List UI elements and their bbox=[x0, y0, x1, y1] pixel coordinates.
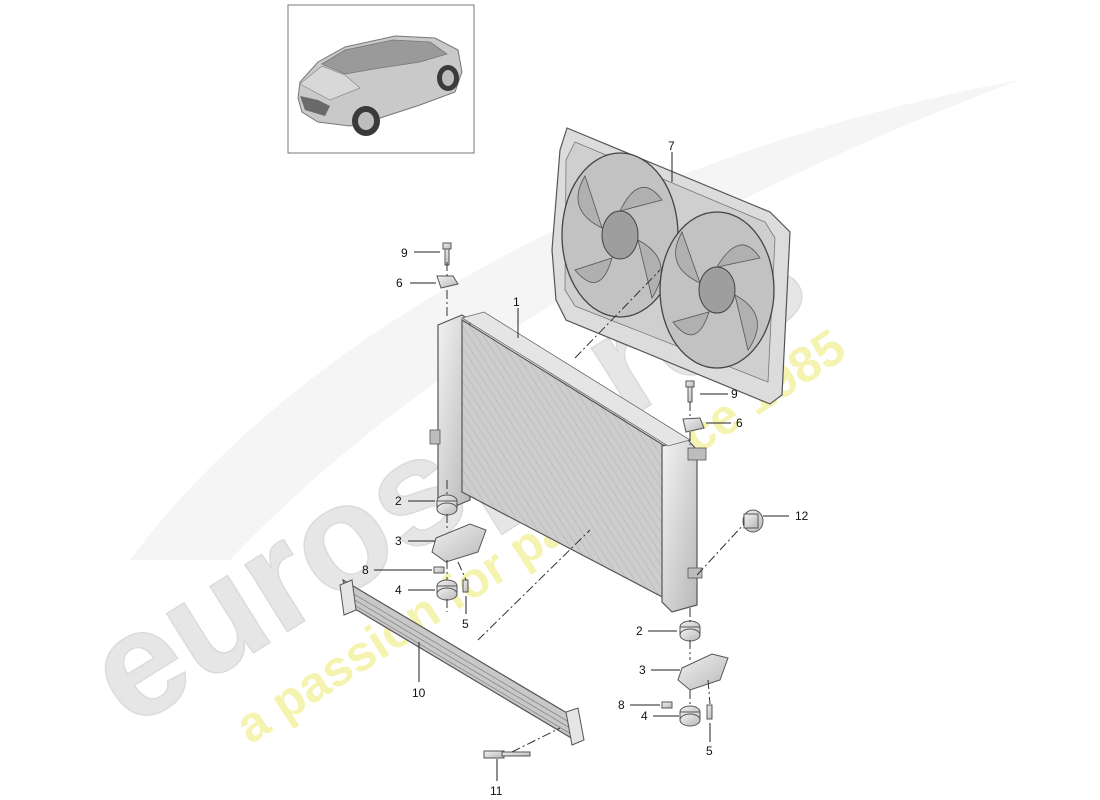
callout-9: 9 bbox=[731, 387, 738, 401]
callout-6: 6 bbox=[396, 276, 403, 290]
callout-10: 10 bbox=[412, 686, 426, 700]
bolt-part bbox=[462, 579, 469, 593]
suv-car-icon bbox=[297, 35, 463, 136]
bolt-part bbox=[442, 242, 452, 266]
callout-2: 2 bbox=[636, 624, 643, 638]
callout-5: 5 bbox=[706, 744, 713, 758]
callout-1: 1 bbox=[513, 295, 520, 309]
callout-2: 2 bbox=[395, 494, 402, 508]
screw-part bbox=[433, 566, 445, 574]
fan-right bbox=[659, 211, 775, 369]
cap-part bbox=[742, 509, 764, 533]
callout-3: 3 bbox=[395, 534, 402, 548]
screw-part bbox=[661, 701, 673, 709]
watermark-swoosh bbox=[130, 80, 1020, 560]
rubber-mount-part bbox=[436, 579, 458, 601]
bolt-part bbox=[685, 380, 695, 403]
callout-8: 8 bbox=[618, 698, 625, 712]
fan-shroud-assembly bbox=[551, 127, 791, 405]
callout-labels: 1 7 9 6 9 6 2 3 8 4 5 12 2 3 8 4 5 10 11 bbox=[362, 139, 809, 798]
grommet-part bbox=[682, 417, 705, 433]
bracket-part bbox=[677, 653, 729, 691]
callout-9: 9 bbox=[401, 246, 408, 260]
callout-8: 8 bbox=[362, 563, 369, 577]
rubber-mount-part bbox=[679, 705, 701, 727]
vehicle-thumbnail bbox=[287, 4, 475, 154]
callout-4: 4 bbox=[395, 583, 402, 597]
leader-lines bbox=[374, 152, 789, 781]
rubber-mount-part bbox=[679, 620, 701, 642]
bracket-part bbox=[431, 523, 487, 563]
assembly-guides bbox=[446, 262, 745, 753]
callout-3: 3 bbox=[639, 663, 646, 677]
small-parts bbox=[431, 242, 764, 759]
callout-7: 7 bbox=[668, 139, 675, 153]
grommet-part bbox=[436, 275, 459, 289]
callout-4: 4 bbox=[641, 709, 648, 723]
callout-6: 6 bbox=[736, 416, 743, 430]
fan-left bbox=[561, 152, 679, 318]
bolt-part bbox=[706, 704, 713, 720]
callout-11: 11 bbox=[490, 784, 503, 798]
callout-5: 5 bbox=[462, 617, 469, 631]
radiator bbox=[429, 311, 707, 613]
rubber-mount-part bbox=[436, 494, 458, 516]
bolt-part bbox=[483, 750, 531, 759]
charge-air-cooler bbox=[339, 578, 585, 746]
callout-12: 12 bbox=[795, 509, 809, 523]
